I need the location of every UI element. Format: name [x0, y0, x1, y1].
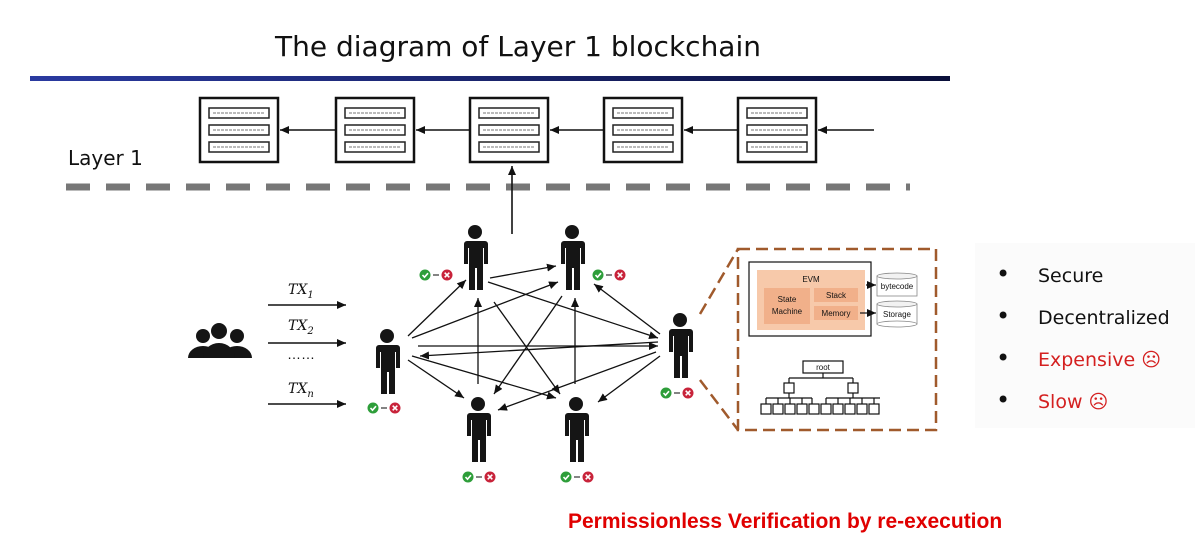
node-person-icon [561, 225, 585, 290]
property-item: Secure [996, 254, 1170, 298]
node-person-icon [464, 225, 488, 290]
machine-label: Machine [772, 307, 803, 316]
property-item: Slow ☹ [996, 380, 1170, 424]
transaction-arrows [268, 301, 346, 408]
property-item: Expensive ☹ [996, 338, 1170, 382]
check-cross-icon [366, 401, 402, 415]
bytecode-db-icon: bytecode [876, 272, 918, 297]
storage-db-icon: Storage [876, 300, 918, 328]
tx-n-label: TXn [288, 381, 314, 400]
property-item: Decentralized [996, 296, 1170, 340]
properties-list: Secure Decentralized Expensive ☹ Slow ☹ [996, 254, 1170, 424]
node-person-icon [376, 329, 400, 394]
block-4 [602, 96, 684, 164]
merkle-tree: root [760, 360, 880, 415]
node-person-icon [565, 397, 589, 462]
check-cross-icon [461, 470, 497, 484]
storage-label: Storage [883, 310, 912, 319]
check-cross-icon [591, 268, 627, 282]
check-cross-icon [559, 470, 595, 484]
block-5 [736, 96, 818, 164]
blockchain [198, 96, 874, 164]
block-3 [468, 96, 550, 164]
memory-label: Memory [822, 309, 851, 318]
users-group-icon [188, 323, 252, 358]
node-zoom-callout [698, 247, 938, 432]
diagram-title: The diagram of Layer 1 blockchain [275, 30, 761, 63]
tx-1-label: TX1 [288, 282, 314, 301]
evm-label: EVM [802, 275, 820, 284]
block-2 [334, 96, 416, 164]
node-person-icon [467, 397, 491, 462]
stack-label: Stack [826, 291, 847, 300]
bytecode-label: bytecode [881, 282, 914, 291]
layer-label: Layer 1 [68, 146, 143, 170]
evm-panel: EVM State Machine Stack Memory bytecode … [748, 261, 918, 337]
state-label: State [778, 295, 797, 304]
tx-2-label: TX2 [288, 318, 314, 337]
footer-caption: Permissionless Verification by re-execut… [568, 510, 1003, 533]
network-edges [407, 263, 661, 411]
title-rule [30, 76, 950, 81]
block-1 [198, 96, 280, 164]
tx-ellipsis: …… [287, 346, 315, 362]
node-person-icon [669, 313, 693, 378]
check-cross-icon [659, 386, 695, 400]
root-label: root [816, 363, 831, 372]
check-cross-icon [418, 268, 454, 282]
